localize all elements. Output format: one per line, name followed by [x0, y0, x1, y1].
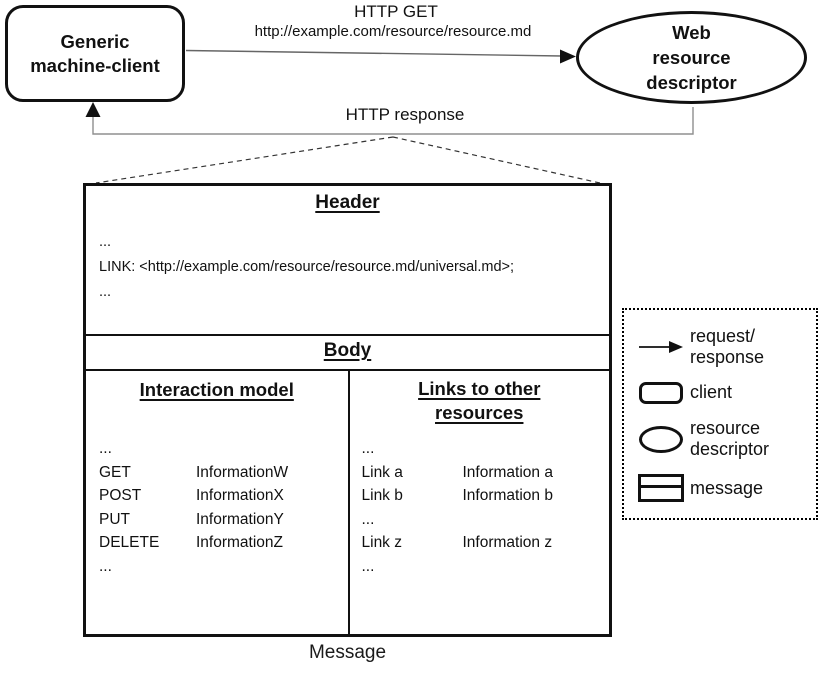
request-url-label: http://example.com/resource/resource.md: [254, 23, 532, 40]
legend-label: message: [690, 477, 764, 498]
legend-label: client: [690, 382, 733, 403]
table-row: ...: [99, 555, 344, 579]
info-cell: InformationX: [196, 487, 284, 504]
descriptor-label-line3: descriptor: [646, 72, 737, 93]
link-cell: ...: [361, 510, 375, 528]
interaction-model-rows: ... GET InformationW POST InformationX P…: [99, 437, 344, 578]
header-ellipsis-bottom: ...: [99, 284, 112, 300]
response-arrowhead-icon: [85, 102, 101, 117]
info-cell: Information b: [462, 487, 553, 504]
link-cell: Link a: [361, 463, 403, 481]
legend-item-resource-descriptor: resource descriptor: [632, 418, 814, 461]
table-row: PUT InformationY: [99, 508, 344, 532]
interaction-model-column: Interaction model ... GET InformationW P…: [86, 371, 348, 634]
method-cell: GET: [99, 463, 131, 481]
header-title: Header: [315, 192, 380, 213]
legend: request/ response client resource descri…: [622, 308, 818, 520]
info-cell: InformationW: [196, 463, 289, 481]
client-label-line2: machine-client: [30, 54, 160, 76]
message-caption: Message: [308, 642, 387, 663]
table-row: ...: [99, 437, 344, 461]
descriptor-label-line1: Web: [672, 22, 711, 43]
message-node: Header ... LINK: <http://example.com/res…: [83, 183, 612, 637]
body-title: Body: [323, 340, 372, 361]
table-row: POST InformationX: [99, 484, 344, 508]
method-cell: ...: [99, 557, 112, 575]
table-row: Link b Information b: [362, 484, 606, 508]
resource-descriptor-node: Web resource descriptor: [576, 11, 807, 104]
header-link-line: LINK: <http://example.com/resource/resou…: [99, 259, 515, 275]
links-column-title: Links to other resources: [418, 378, 541, 423]
callout-dashed-line-left: [95, 136, 394, 184]
table-row: Link a Information a: [362, 461, 606, 485]
info-cell: InformationZ: [196, 534, 284, 551]
table-row: ...: [362, 555, 606, 579]
method-cell: ...: [99, 440, 112, 457]
request-arrowhead-icon: [560, 49, 576, 64]
table-row: GET InformationW: [99, 461, 344, 485]
request-method-label: HTTP GET: [354, 2, 438, 21]
info-cell: Information z: [462, 534, 553, 551]
legend-item-message: message: [632, 474, 814, 503]
table-row: DELETE InformationZ: [99, 531, 344, 555]
links-rows: ... Link a Information a Link b Informat…: [362, 437, 606, 578]
info-cell: Information a: [462, 463, 553, 481]
link-cell: Link b: [361, 487, 403, 504]
legend-label: resource descriptor: [690, 417, 770, 460]
info-cell: InformationY: [196, 510, 284, 528]
table-row: ...: [362, 508, 606, 532]
interaction-model-title: Interaction model: [139, 379, 294, 400]
response-label: HTTP response: [345, 105, 465, 124]
message-body-band: Body: [86, 336, 609, 371]
header-ellipsis-top: ...: [99, 234, 112, 250]
method-cell: DELETE: [99, 534, 160, 551]
legend-item-client: client: [632, 382, 814, 405]
legend-item-request-response: request/ response: [632, 326, 814, 369]
descriptor-label-line2: resource: [652, 47, 731, 68]
method-cell: PUT: [99, 510, 130, 528]
client-shape-icon: [639, 382, 683, 405]
client-label-line1: Generic: [60, 30, 130, 52]
resource-descriptor-shape-icon: [639, 425, 683, 453]
table-row: Link z Information z: [362, 531, 606, 555]
legend-label: request/ response: [690, 325, 765, 368]
message-header-section: Header ... LINK: <http://example.com/res…: [86, 186, 609, 336]
message-shape-icon: [638, 474, 684, 503]
table-row: ...: [362, 437, 606, 461]
callout-dashed-line-right: [392, 136, 601, 184]
link-cell: Link z: [361, 534, 403, 551]
links-column: Links to other resources ... Link a Info…: [347, 371, 610, 634]
method-cell: POST: [99, 487, 142, 504]
link-cell: ...: [361, 557, 375, 575]
link-cell: ...: [361, 440, 375, 457]
arrow-icon: [632, 339, 690, 355]
client-node: Generic machine-client: [5, 5, 185, 102]
request-arrow-line: [185, 49, 563, 57]
header-content: ... LINK: <http://example.com/resource/r…: [99, 230, 601, 305]
message-body-columns: Interaction model ... GET InformationW P…: [86, 371, 609, 634]
